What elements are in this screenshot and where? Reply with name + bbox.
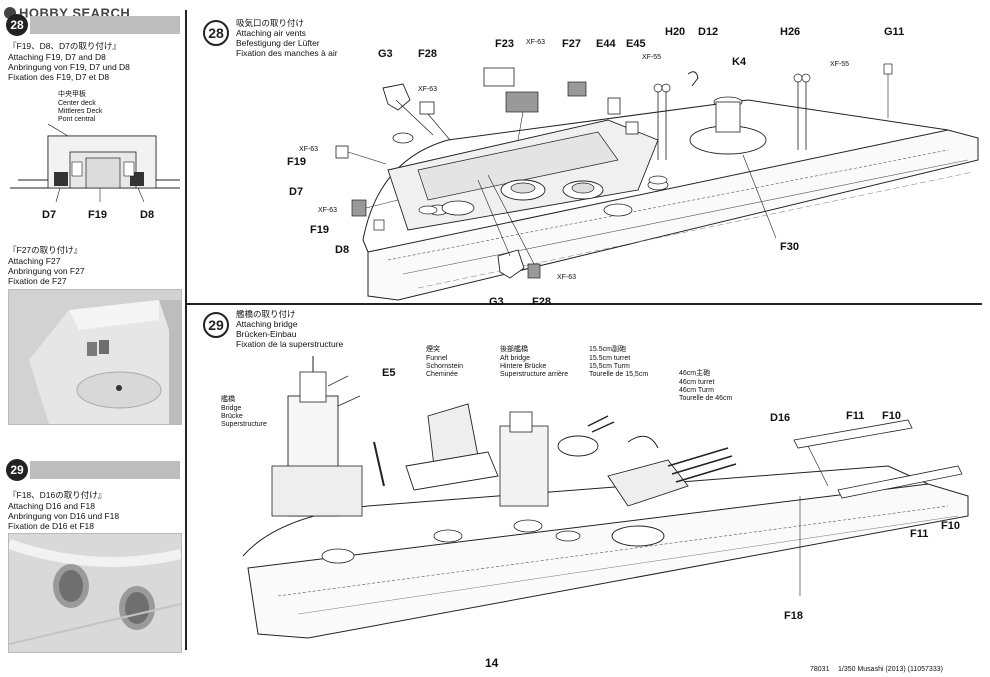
paint-xf63-c: XF-63 (299, 146, 319, 153)
part-k4: K4 (732, 56, 747, 68)
turret46-label-jp: 46cm主砲 (679, 370, 711, 377)
part-f28-top: F28 (418, 48, 437, 60)
sidebar-sub1-de: Anbringung von F19, D7 und D8 (8, 62, 130, 72)
step-divider (187, 303, 982, 305)
part-f30: F30 (780, 241, 799, 253)
catalog-number: 78031 (810, 666, 830, 673)
aft-bridge-label-en: Aft bridge (500, 355, 530, 362)
sidebar-step29-en: Attaching D16 and F18 (8, 501, 95, 511)
sidebar-sub2-de: Anbringung von F27 (8, 266, 85, 276)
funnel-label-en: Funnel (426, 355, 448, 362)
deck-label-fr: Pont central (58, 116, 96, 123)
paint-xf63-d: XF-63 (318, 207, 338, 214)
step29-title-de: Brücken-Einbau (236, 329, 297, 339)
part-e45: E45 (626, 38, 646, 50)
bridge-label-jp: 艦橋 (221, 396, 235, 403)
part-f19-left: F19 (287, 156, 306, 168)
scale-title: 1/350 Musashi (2013) (11057333) (838, 666, 943, 673)
part-f18: F18 (784, 610, 803, 622)
paint-xf63-e: XF-63 (557, 274, 577, 281)
deck-part-d7: D7 (42, 209, 57, 221)
sidebar-step29-fr: Fixation de D16 et F18 (8, 521, 94, 531)
sidebar-step29-jp: 『F18、D16の取り付け』 (8, 490, 107, 500)
deck-part-d8: D8 (140, 209, 155, 221)
sidebar-divider (185, 10, 187, 650)
aft-bridge-label-de: Hintere Brücke (500, 363, 547, 370)
sidebar-sub1-jp: 『F19、D8、D7の取り付け』 (8, 41, 121, 51)
sidebar-sub2-en: Attaching F27 (8, 256, 61, 266)
turret46-label-fr: Tourelle de 46cm (679, 395, 733, 402)
part-d8-lower: D8 (335, 244, 350, 256)
step29-hull-diagram (242, 356, 969, 639)
part-e5: E5 (382, 367, 396, 379)
turret155-label-en: 15.5cm turret (589, 355, 631, 362)
part-f11-lower: F11 (910, 528, 929, 540)
deck-label-de: Mittleres Deck (58, 108, 103, 115)
step28-hull-diagram (335, 63, 979, 301)
step29-sidebar-band (30, 461, 180, 479)
sidebar-sub1-fr: Fixation des F19, D7 et D8 (8, 72, 110, 82)
part-h26: H26 (780, 26, 801, 38)
sidebar-sub2-jp: 『F27の取り付け』 (8, 245, 83, 255)
funnel-label-de: Schornstein (426, 363, 463, 370)
funnel-label-fr: Cheminée (426, 371, 458, 378)
sidebar-step29-number: 29 (6, 459, 28, 481)
step28-number: 28 (203, 20, 229, 46)
sidebar-step-number-top: 28 (6, 14, 28, 36)
f27-photo-illustration (9, 290, 181, 424)
deck-part-f19: F19 (88, 209, 107, 221)
part-f27: F27 (562, 38, 581, 50)
sidebar-step29-de: Anbringung von D16 und F18 (8, 511, 120, 521)
paint-xf55-b: XF-55 (830, 61, 850, 68)
bridge-label-fr: Superstructure (221, 421, 267, 428)
step28-title-de: Befestigung der Lüfter (236, 38, 320, 48)
sidebar-header-band (30, 16, 180, 34)
turret155-label-de: 15,5cm Turm (589, 363, 630, 370)
part-g11: G11 (884, 26, 905, 38)
sidebar-sub2-fr: Fixation de F27 (8, 276, 67, 286)
turret155-label-jp: 15.5cm副砲 (589, 346, 626, 353)
f18-d16-photo-illustration (9, 534, 181, 652)
part-f28-bottom: F28 (532, 296, 551, 308)
sidebar-sub1-en: Attaching F19, D7 and D8 (8, 52, 106, 62)
funnel-label-jp: 煙突 (426, 346, 440, 353)
part-f11-top: F11 (846, 410, 865, 422)
deck-label-en: Center deck (58, 100, 96, 107)
part-e44: E44 (596, 38, 616, 50)
deck-label-jp: 中央甲板 (58, 91, 86, 98)
paint-xf55-a: XF-55 (642, 54, 662, 61)
part-d7-left: D7 (289, 186, 304, 198)
part-f10-top: F10 (882, 410, 901, 422)
paint-xf63-b: XF-63 (418, 86, 438, 93)
bridge-label-en: Bridge (221, 405, 242, 412)
step28-title-en: Attaching air vents (236, 28, 306, 38)
bridge-label-de: Brücke (221, 413, 243, 420)
part-g3-bottom: G3 (489, 296, 504, 308)
part-g3-top: G3 (378, 48, 393, 60)
step29-title-en: Attaching bridge (236, 319, 298, 329)
step28-title-jp: 吸気口の取り付け (236, 18, 305, 28)
f27-photo (8, 289, 182, 425)
turret155-label-fr: Tourelle de 15,5cm (589, 371, 649, 378)
turret46-label-de: 46cm Turm (679, 387, 715, 394)
turret46-label-en: 46cm turret (679, 379, 715, 386)
center-deck-diagram (10, 123, 180, 203)
paint-xf63-a: XF-63 (526, 39, 546, 46)
step29-number: 29 (203, 312, 229, 338)
step29-title-jp: 艦橋の取り付け (236, 309, 296, 319)
part-f10-right: F10 (941, 520, 960, 532)
aft-bridge-label-jp: 後部艦橋 (500, 346, 528, 353)
part-d16: D16 (770, 412, 791, 424)
step29-title-fr: Fixation de la superstructure (236, 339, 344, 349)
part-d12: D12 (698, 26, 719, 38)
page-number: 14 (485, 656, 499, 670)
aft-bridge-label-fr: Superstructure arrière (500, 371, 569, 378)
step28-title-fr: Fixation des manches à air (236, 48, 338, 58)
f18-d16-photo (8, 533, 182, 653)
part-h20: H20 (665, 26, 686, 38)
part-f23: F23 (495, 38, 514, 50)
part-f19-lower: F19 (310, 224, 329, 236)
